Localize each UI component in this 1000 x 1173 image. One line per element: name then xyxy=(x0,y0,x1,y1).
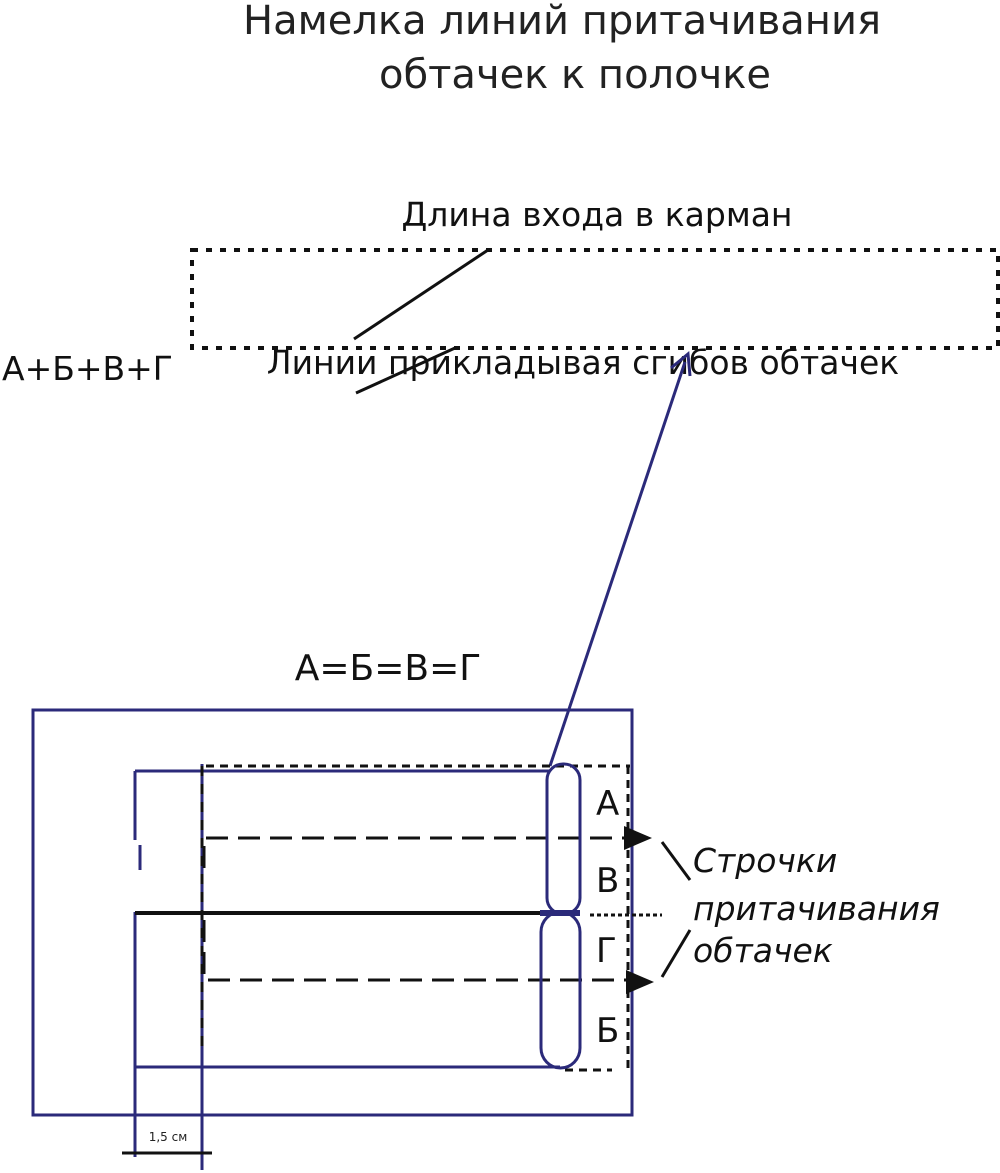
letter-g: Г xyxy=(596,931,617,971)
equality-label: А=Б=В=Г xyxy=(295,648,481,689)
lower-stitch-arrow-head xyxy=(626,970,654,994)
allowance-label: 1,5 см xyxy=(149,1130,188,1144)
letter-a: А xyxy=(596,784,619,824)
title-line-1: Намелка линий притачивания xyxy=(243,0,881,44)
pocket-opening-rectangle xyxy=(190,248,1000,350)
upper-stitch-arrow-head xyxy=(624,826,652,850)
title-line-2: обтачек к полочке xyxy=(379,52,771,98)
reference-arrow-line xyxy=(548,361,687,767)
fold-lines-label: Линии прикладывая сгибов обтачек xyxy=(267,343,899,382)
lower-welt-loop xyxy=(539,910,582,1070)
letter-v: В xyxy=(596,861,619,901)
lower-stitch-line xyxy=(202,920,630,982)
pocket-opening-length-label: Длина входа в карман xyxy=(401,195,792,234)
stitch-label-leader-bottom xyxy=(660,929,692,978)
fold-line-leader-bottom xyxy=(355,346,456,395)
welt-join xyxy=(540,910,580,916)
stitch-label-line-1: Строчки xyxy=(693,841,837,880)
upper-stitch-line xyxy=(202,836,630,868)
reference-arrow-head xyxy=(670,351,692,377)
stitch-label-line-2: притачивания xyxy=(693,889,940,928)
front-panel-outline xyxy=(31,708,634,1117)
fold-line-leader-top xyxy=(353,248,489,341)
pocket-opening-height-label: А+Б+В+Г xyxy=(2,349,173,388)
stitch-label-leader-top xyxy=(660,841,692,881)
stitch-label-line-3: обтачек xyxy=(693,931,833,970)
letter-b: Б xyxy=(596,1011,619,1051)
